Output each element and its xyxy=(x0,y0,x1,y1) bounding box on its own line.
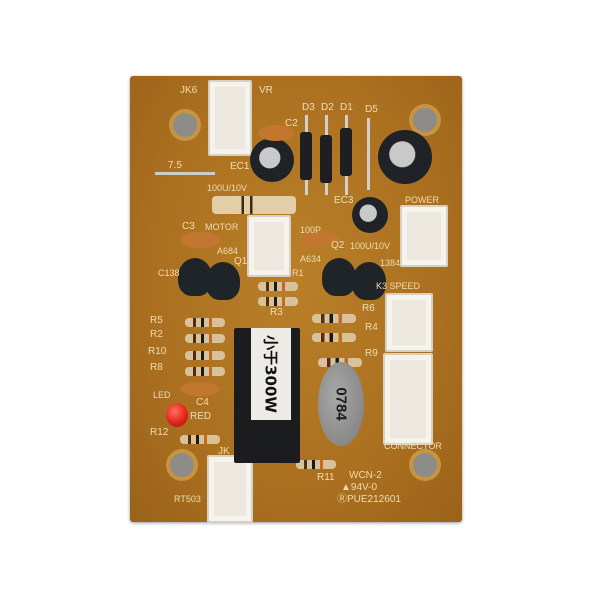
label-a634: A634 xyxy=(300,254,322,264)
diode-d2 xyxy=(320,135,332,183)
label-r11: R11 xyxy=(317,472,335,483)
transistor-q2 xyxy=(322,258,356,296)
label-c2: C2 xyxy=(285,118,298,129)
label-led: LED xyxy=(153,390,171,400)
led-red xyxy=(166,403,188,427)
label-r3: R3 xyxy=(270,307,283,318)
resistor-r6 xyxy=(312,314,356,323)
mounting-hole xyxy=(170,453,194,477)
label-vr: VR xyxy=(259,85,273,96)
label-100p: 100P xyxy=(300,225,322,235)
label-d5: D5 xyxy=(365,104,378,115)
label-r4: R4 xyxy=(365,322,378,333)
resistor-r2 xyxy=(185,334,225,343)
label-rt503: RT503 xyxy=(174,494,201,504)
resistor-r4 xyxy=(312,333,356,342)
label-power: POWER xyxy=(405,195,440,205)
resistor-r1 xyxy=(258,282,298,291)
label-r8: R8 xyxy=(150,362,163,373)
label-jk: JK xyxy=(218,446,230,457)
connector-jk6 xyxy=(208,80,252,156)
label-motor: MOTOR xyxy=(205,222,239,232)
resistor-r3 xyxy=(258,297,298,306)
capacitor-c2 xyxy=(258,125,294,141)
label-7-5: 7.5 xyxy=(168,160,182,171)
label-rating: ▲94V-0 xyxy=(341,482,378,493)
rating-text: 94V-0 xyxy=(350,482,378,493)
resistor-r5 xyxy=(185,318,225,327)
connector-main xyxy=(383,353,433,445)
connector-speed xyxy=(385,293,433,352)
chip-label: 小于300W xyxy=(251,328,291,420)
connector-motor xyxy=(247,215,291,277)
label-c3: C3 xyxy=(182,221,195,232)
capacitor-ec3 xyxy=(352,197,388,233)
label-jk6: JK6 xyxy=(180,85,198,96)
mounting-hole xyxy=(413,453,437,477)
label-r12: R12 xyxy=(150,427,169,438)
transistor-q1 xyxy=(206,262,240,300)
ceramic-capacitor: 0784 xyxy=(318,362,364,446)
capacitor-marking: 0784 xyxy=(332,387,350,421)
label-ec1-rating: 100U/10V xyxy=(207,183,248,193)
transistor-q4 xyxy=(352,262,386,300)
label-r9: R9 xyxy=(365,348,378,359)
wire-d5 xyxy=(367,118,370,190)
capacitor-c3 xyxy=(180,232,220,248)
label-r5: R5 xyxy=(150,315,163,326)
label-c138: C138 xyxy=(158,268,180,278)
label-1384: 1384 xyxy=(380,258,401,268)
diode-d1 xyxy=(340,128,352,176)
diode-d3 xyxy=(300,132,312,180)
label-wcn: WCN-2 xyxy=(349,470,382,481)
label-r6: R6 xyxy=(362,303,375,314)
label-ul: ⓇPUE212601 xyxy=(337,494,401,505)
connector-power xyxy=(400,205,448,267)
mounting-hole xyxy=(173,113,197,137)
mounting-hole xyxy=(413,108,437,132)
capacitor-large xyxy=(378,130,432,184)
label-ec3: EC3 xyxy=(334,195,354,206)
resistor-r11 xyxy=(296,460,336,469)
label-d2: D2 xyxy=(321,102,334,113)
capacitor-100p xyxy=(300,232,340,246)
label-d3: D3 xyxy=(302,102,315,113)
capacitor-c4 xyxy=(180,382,220,396)
resistor-r8 xyxy=(185,367,225,376)
label-red: RED xyxy=(190,411,212,422)
label-q2: Q2 xyxy=(331,240,345,251)
label-a684: A684 xyxy=(217,246,239,256)
power-resistor xyxy=(212,196,296,214)
label-r10: R10 xyxy=(148,346,167,357)
label-d1: D1 xyxy=(340,102,353,113)
capacitor-ec1 xyxy=(250,138,294,182)
label-c4: C4 xyxy=(196,397,209,408)
ul-text: PUE212601 xyxy=(347,494,401,505)
label-r2: R2 xyxy=(150,329,163,340)
label-ec1: EC1 xyxy=(230,161,250,172)
jumper-wire xyxy=(155,172,215,175)
chip-label-text: 小于300W xyxy=(261,335,280,413)
label-speed: K3 SPEED xyxy=(376,281,421,291)
resistor-r10 xyxy=(185,351,225,360)
resistor-r12 xyxy=(180,435,220,444)
label-r1: R1 xyxy=(292,268,304,278)
label-connector: CONNECTOR xyxy=(384,441,442,451)
label-ec3-rating: 100U/10V xyxy=(350,241,391,251)
connector-jk xyxy=(207,455,253,523)
label-q1: Q1 xyxy=(234,256,248,267)
